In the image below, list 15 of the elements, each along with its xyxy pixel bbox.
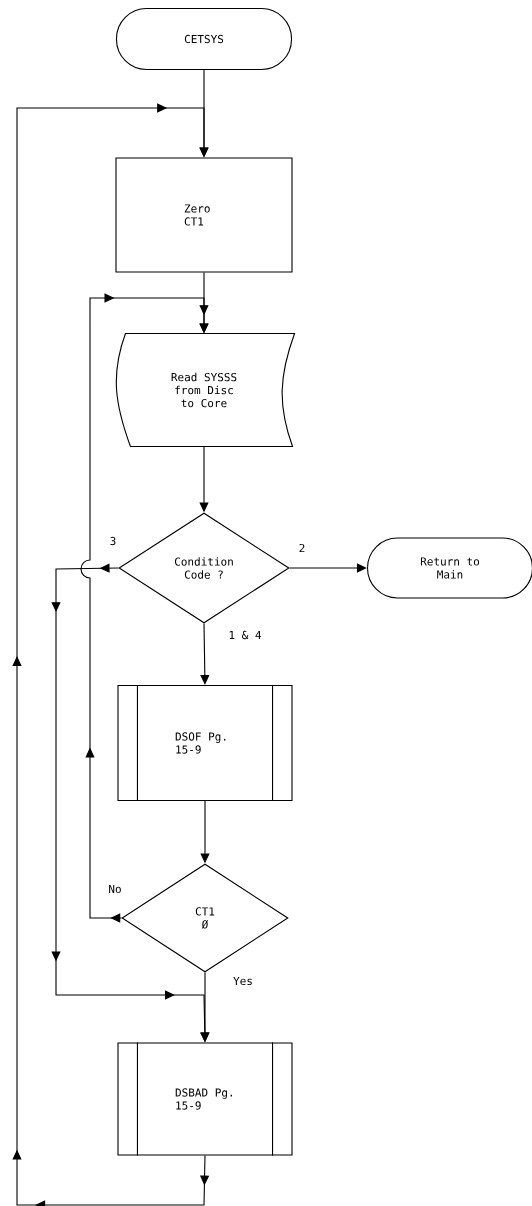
arrow xyxy=(80,293,209,923)
edge-label: No xyxy=(107,883,123,895)
process-box: Zero CT1 xyxy=(115,157,293,273)
subroutine-box: DSOF Pg. 15-9 xyxy=(117,684,293,802)
edge-label: Yes xyxy=(232,975,254,987)
edge-label: 2 xyxy=(297,542,307,554)
arrow xyxy=(289,563,367,573)
terminator-box: Return to Main xyxy=(366,537,532,599)
input-box: Read SYSSS from Disc to Core xyxy=(115,332,296,448)
terminator-box: CETSYS xyxy=(115,7,293,71)
edge-label: 3 xyxy=(108,535,118,547)
arrow xyxy=(12,103,210,1206)
subroutine-box: DSBAD Pg. 15-9 xyxy=(117,1041,293,1157)
arrow xyxy=(200,623,210,685)
edge-label: 1 & 4 xyxy=(227,629,263,641)
